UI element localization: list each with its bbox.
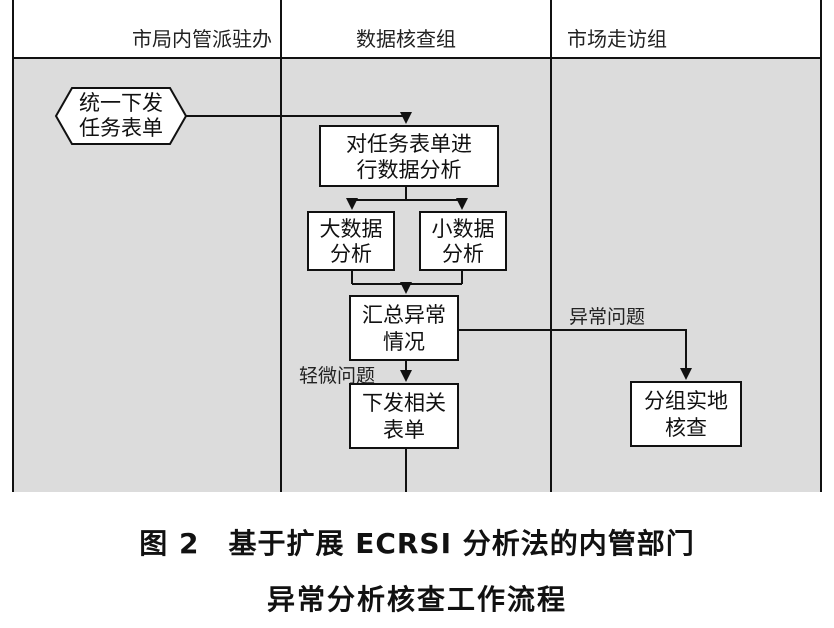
edge-label-minor: 轻微问题 <box>299 365 375 387</box>
node-dispatch-line-1: 下发相关 <box>362 391 446 415</box>
node-summary-line-1: 汇总异常 <box>362 303 446 327</box>
node-visit-line-1: 分组实地 <box>644 389 728 413</box>
node-analyze-line-2: 行数据分析 <box>357 158 462 182</box>
node-dispatch-line-2: 表单 <box>383 418 425 442</box>
node-summary-box <box>349 295 459 361</box>
edge-summary-to-visit <box>458 329 692 380</box>
node-big-data: 大数据 分析 <box>307 211 395 271</box>
node-visit: 分组实地 核查 <box>630 381 742 447</box>
node-big-data-line-1: 大数据 <box>320 217 383 241</box>
node-dispatch-box <box>349 383 459 449</box>
node-small-data: 小数据 分析 <box>419 211 507 271</box>
connectors <box>180 112 692 492</box>
lane-label-bureau: 市局内管派驻办 <box>132 27 272 51</box>
node-summary-line-2: 情况 <box>383 330 425 354</box>
node-big-data-line-2: 分析 <box>330 242 372 266</box>
edge-issue-to-analyze <box>180 112 412 124</box>
node-small-data-line-1: 小数据 <box>432 217 495 241</box>
node-dispatch: 下发相关 表单 <box>349 383 459 449</box>
node-issue-line-1: 统一下发 <box>79 91 163 115</box>
node-visit-box <box>630 381 742 447</box>
node-summary: 汇总异常 情况 <box>349 295 459 361</box>
node-issue: 统一下发 任务表单 <box>54 87 188 145</box>
node-issue-shape <box>54 87 188 145</box>
figure-caption-line-1: 图 2 基于扩展 ECRSI 分析法的内管部门 <box>139 527 695 560</box>
node-small-data-box <box>419 211 507 271</box>
lane-label-data: 数据核查组 <box>356 27 456 51</box>
lane-header-strip <box>13 22 821 58</box>
node-big-data-box <box>307 211 395 271</box>
node-analyze-line-1: 对任务表单进 <box>346 132 472 156</box>
node-small-data-line-2: 分析 <box>442 242 484 266</box>
lane-label-market: 市场走访组 <box>567 27 667 51</box>
node-analyze-box <box>319 125 499 187</box>
node-visit-line-2: 核查 <box>665 416 707 440</box>
node-issue-line-2: 任务表单 <box>79 116 163 140</box>
flowchart: 市局内管派驻办 数据核查组 市场走访组 异常问题 轻微问题 统一下发 任务表单 … <box>12 0 822 492</box>
node-analyze: 对任务表单进 行数据分析 <box>319 125 499 187</box>
figure-caption-line-2: 异常分析核查工作流程 <box>266 583 567 616</box>
edge-label-abnormal: 异常问题 <box>569 306 645 328</box>
